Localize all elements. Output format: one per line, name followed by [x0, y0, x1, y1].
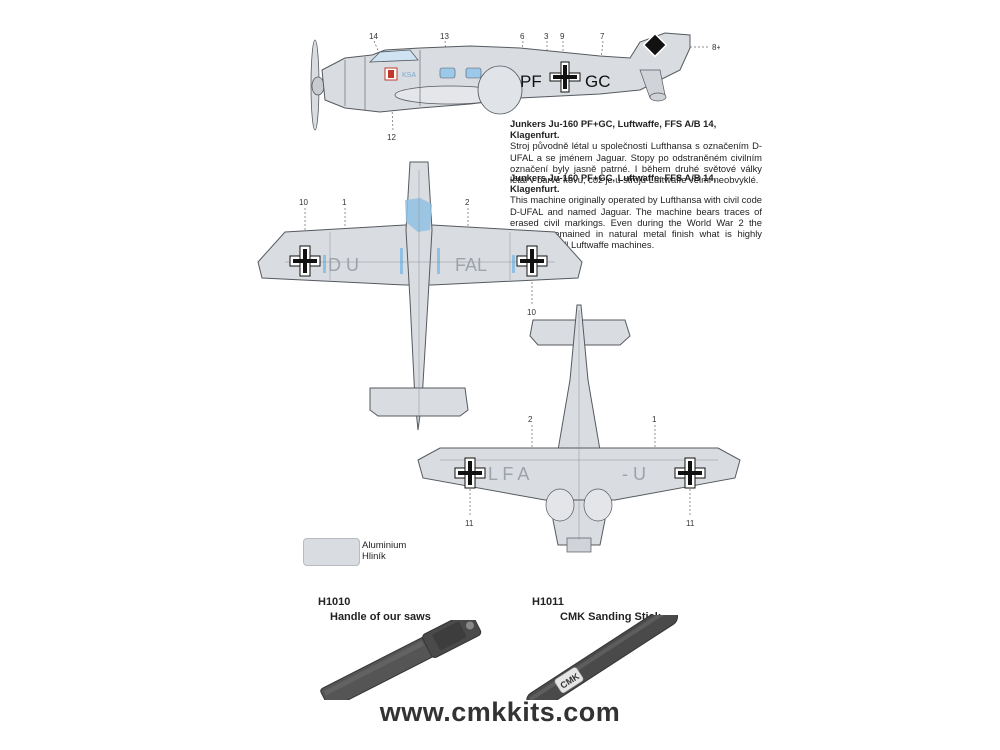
propeller — [310, 39, 325, 131]
callout-12: 12 — [387, 133, 396, 142]
legend-label-en: Aluminium — [362, 540, 407, 551]
top-callout-1: 1 — [342, 198, 347, 207]
side-balkenkreuz — [549, 61, 581, 93]
top-balkenkreuz-left — [289, 245, 321, 277]
bottom-callout-11-left: 11 — [465, 519, 474, 528]
side-view: KSA PF GC 14 13 6 3 9 7 8+8 12 — [310, 32, 720, 142]
description-en: Junkers Ju-160 PF+GC, Luftwaffe, FFS A/B… — [510, 172, 762, 250]
top-wing-text-left: D U — [328, 255, 359, 275]
callout-13: 13 — [440, 32, 449, 41]
callout-6: 6 — [520, 32, 525, 41]
bottom-callout-11-right: 11 — [686, 519, 695, 528]
bottom-wing-text-left: L F A — [488, 464, 529, 484]
legend-label-cz: Hliník — [362, 551, 386, 562]
top-callout-10-left: 10 — [299, 198, 308, 207]
top-view: D U FAL 10 1 2 10 — [257, 161, 583, 431]
product-code-h1011: H1011 — [532, 596, 564, 608]
description-en-title: Junkers Ju-160 PF+GC, Luftwaffe, FFS A/B… — [510, 172, 717, 195]
bottom-balkenkreuz-left — [454, 457, 486, 489]
callout-9: 9 — [560, 32, 565, 41]
product-name-h1011: CMK Sanding Stick — [560, 611, 661, 623]
top-callout-2: 2 — [465, 198, 470, 207]
callout-14: 14 — [369, 32, 378, 41]
side-small-text: KSA — [402, 72, 416, 79]
top-wing-text-right: FAL — [455, 255, 487, 275]
description-cz-title: Junkers Ju-160 PF+GC, Luftwaffe, FFS A/B… — [510, 118, 717, 141]
side-code-left: PF — [520, 72, 542, 91]
description-cz-body: Stroj původně létal u společnosti Luftha… — [510, 140, 762, 186]
top-balkenkreuz-right — [516, 245, 548, 277]
callout-3: 3 — [544, 32, 549, 41]
bottom-balkenkreuz-right — [674, 457, 706, 489]
aluminium-swatch — [303, 538, 360, 566]
website-url: www.cmkkits.com — [379, 697, 621, 727]
side-code-right: GC — [585, 72, 611, 91]
product-name-h1010: Handle of our saws — [330, 611, 431, 623]
bottom-callout-2: 2 — [528, 415, 533, 424]
legend-label: Aluminium Hliník — [362, 540, 406, 562]
callout-8-8: 8+8 — [712, 43, 720, 52]
description-en-body: This machine originally operated by Luft… — [510, 194, 762, 251]
bottom-view: L F A - U 2 1 11 11 — [417, 304, 741, 553]
description-cz: Junkers Ju-160 PF+GC, Luftwaffe, FFS A/B… — [510, 118, 762, 185]
top-callout-10-right: 10 — [527, 308, 536, 317]
callout-7: 7 — [600, 32, 605, 41]
bottom-wing-text-right: - U — [622, 464, 646, 484]
sanding-stick-image: CMK — [526, 615, 678, 700]
bottom-callout-1: 1 — [652, 415, 657, 424]
product-code-h1010: H1010 — [318, 596, 351, 608]
saw-handle-image — [320, 620, 482, 700]
